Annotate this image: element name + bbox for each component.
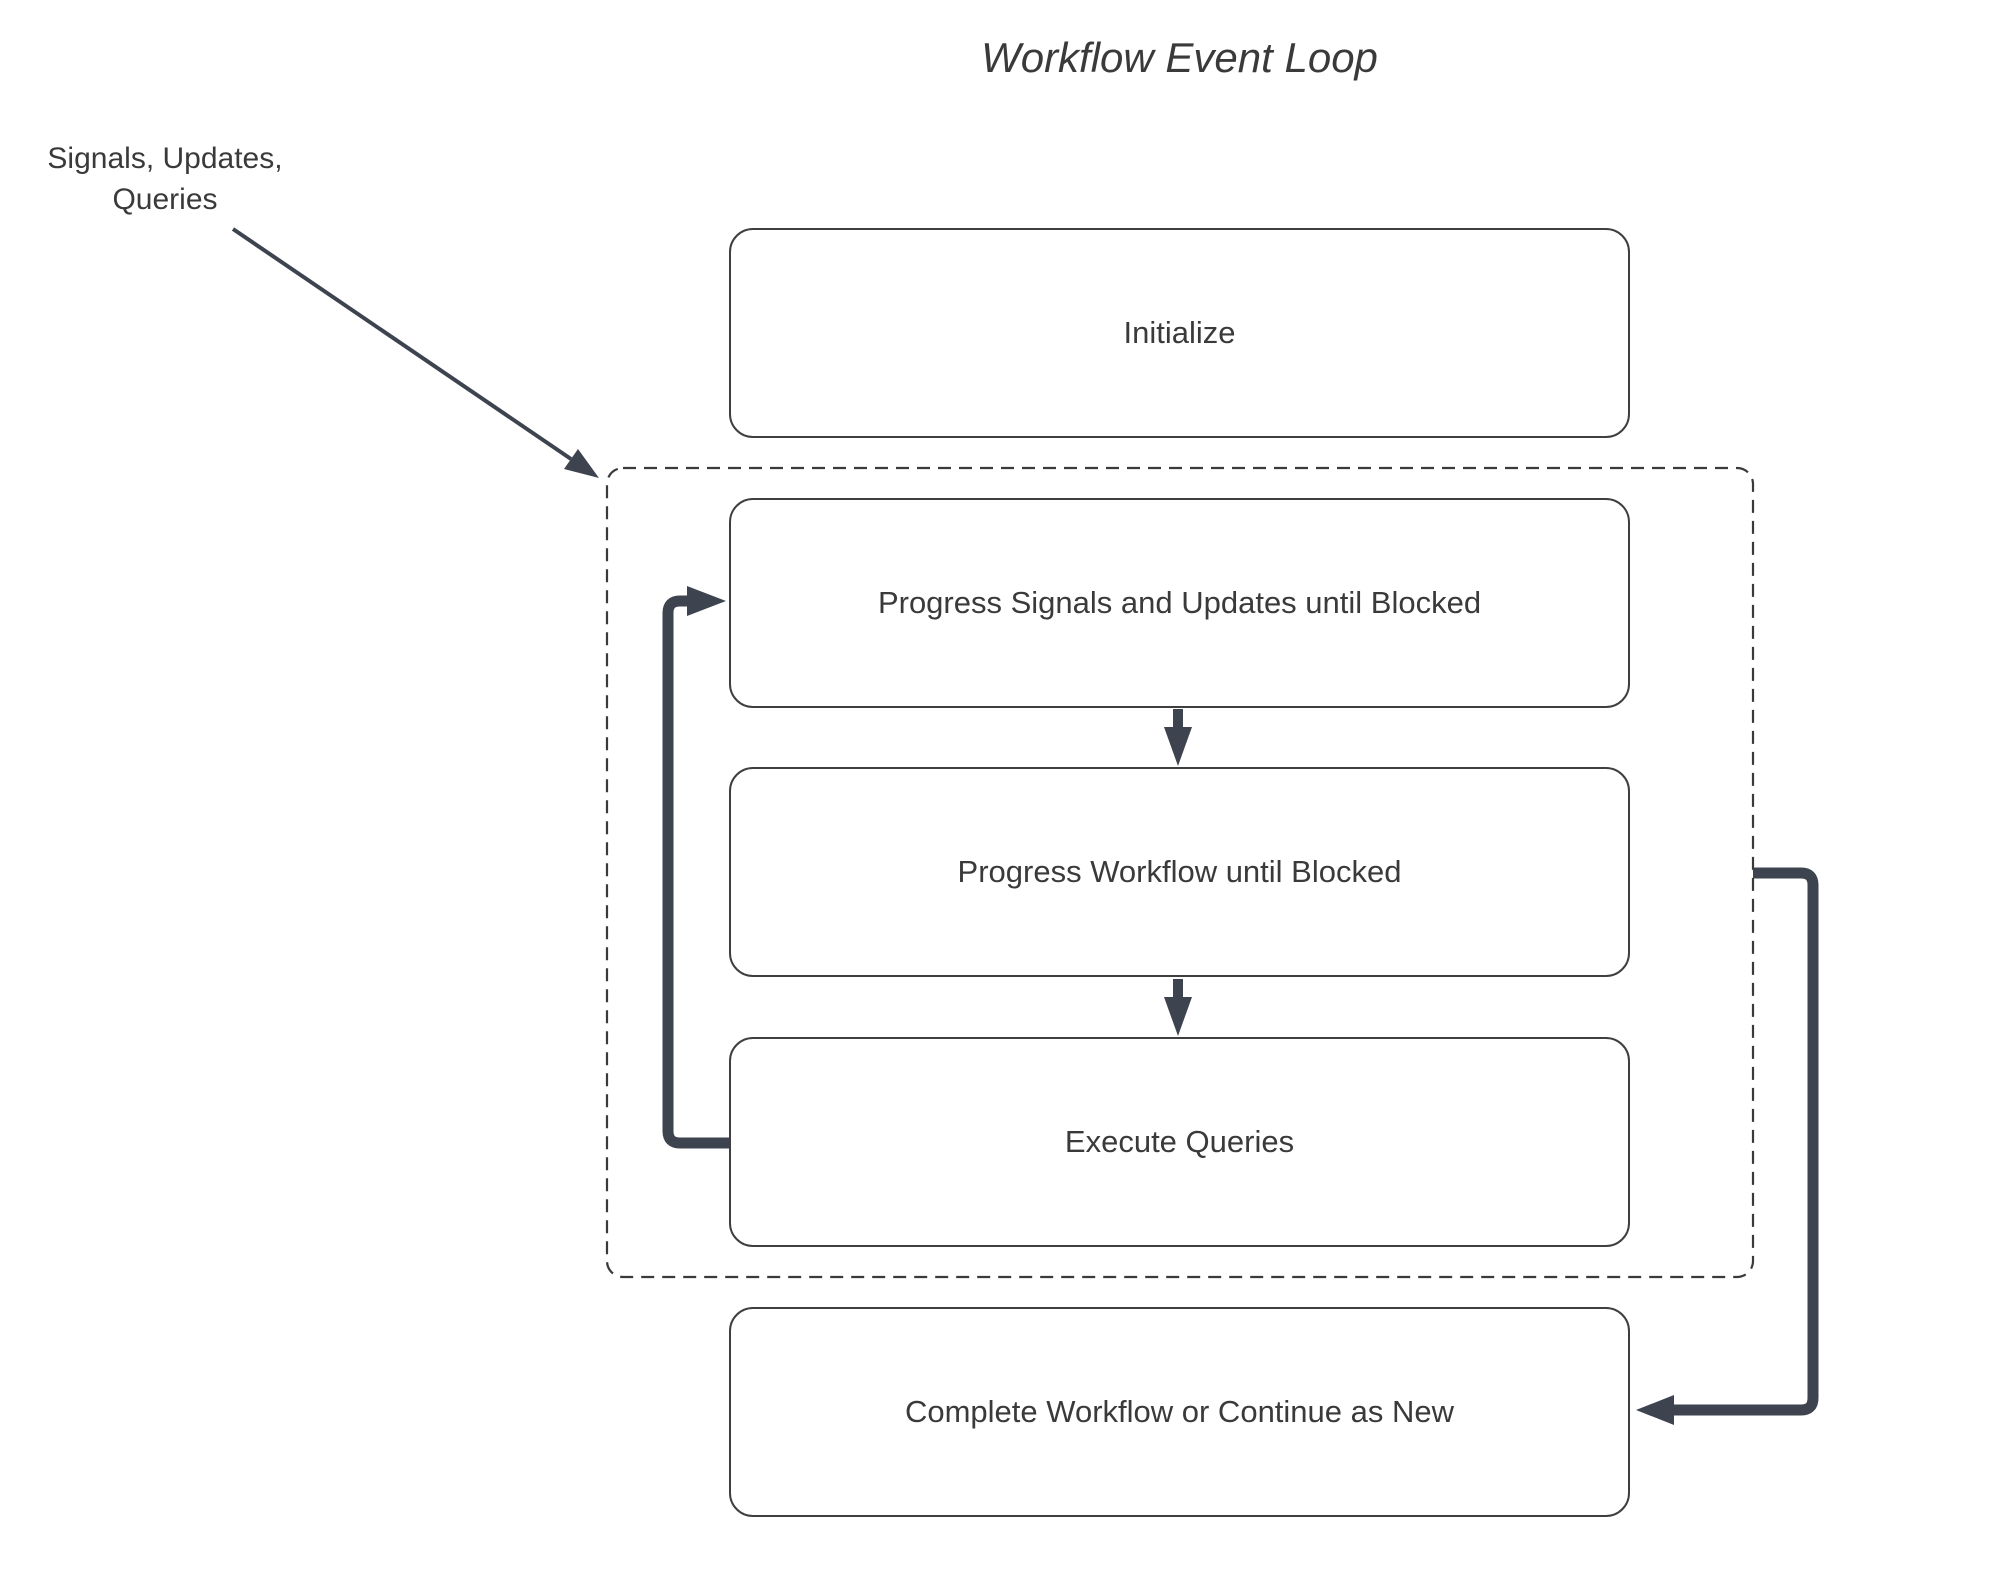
node-complete-label: Complete Workflow or Continue as New: [904, 1394, 1455, 1429]
node-progress-workflow: Progress Workflow until Blocked: [729, 767, 1630, 977]
annotation-arrow-line: [231, 227, 573, 461]
node-complete: Complete Workflow or Continue as New: [729, 1307, 1630, 1517]
arrow-signals-to-workflow-head: [1164, 727, 1192, 766]
signals-updates-queries-label: Signals, Updates, Queries: [20, 138, 310, 220]
annotation-line-1: Signals, Updates,: [47, 142, 283, 175]
node-progress-workflow-label: Progress Workflow until Blocked: [957, 854, 1402, 889]
loop-connector: [662, 595, 729, 1149]
node-execute-queries: Execute Queries: [729, 1037, 1630, 1247]
node-initialize: Initialize: [729, 228, 1630, 438]
diagram-title: Workflow Event Loop: [981, 34, 1378, 81]
loop-connector-arrowhead: [687, 586, 726, 616]
node-progress-signals: Progress Signals and Updates until Block…: [729, 498, 1630, 708]
node-progress-signals-label: Progress Signals and Updates until Block…: [877, 585, 1482, 620]
node-execute-queries-label: Execute Queries: [1064, 1124, 1295, 1159]
node-initialize-label: Initialize: [1123, 315, 1236, 350]
exit-connector-arrowhead: [1636, 1395, 1674, 1425]
annotation-line-2: Queries: [112, 183, 218, 216]
exit-connector: [1674, 867, 1819, 1416]
annotation-arrowhead: [564, 449, 599, 478]
arrow-workflow-to-queries-head: [1164, 997, 1192, 1036]
